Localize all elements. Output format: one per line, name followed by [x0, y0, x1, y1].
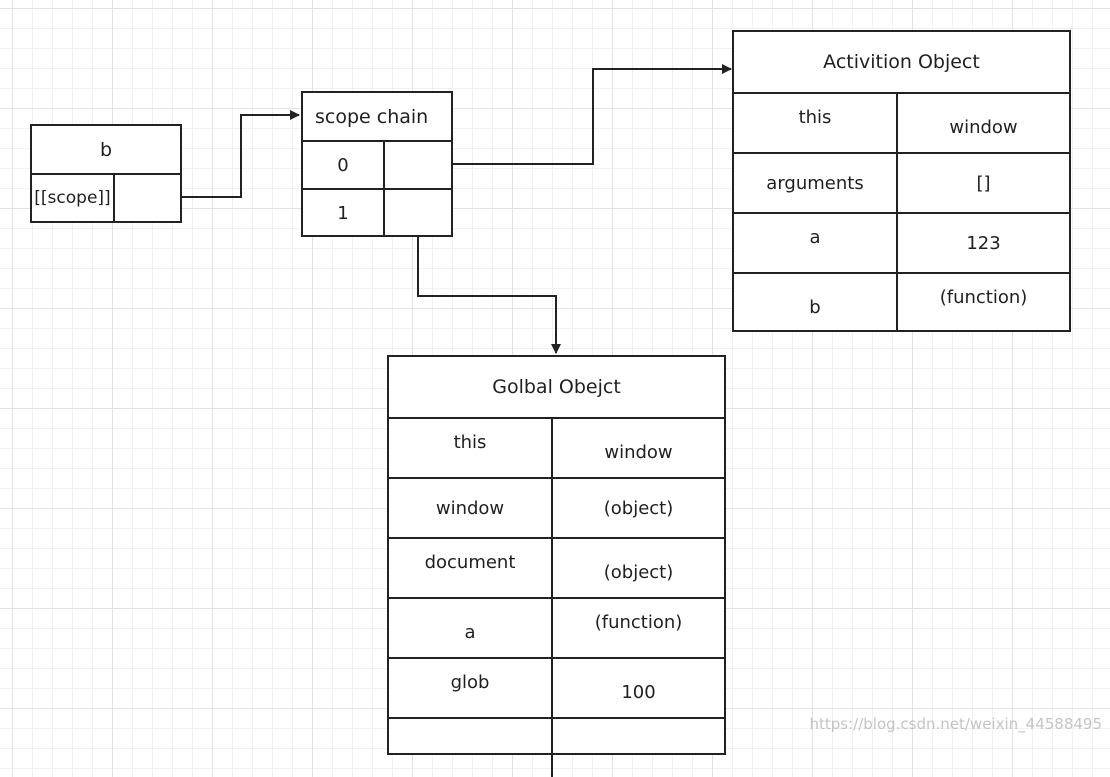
activation-object-row: this window [734, 92, 1069, 152]
activation-object-title: Activition Object [823, 51, 980, 73]
global-object-key: this [389, 419, 551, 477]
activation-object-row: a 123 [734, 212, 1069, 272]
activation-object-key: this [734, 94, 896, 152]
global-object-key: window [435, 497, 505, 519]
scope-chain-title: scope chain [315, 105, 429, 128]
global-object-row: glob 100 [389, 657, 724, 717]
activation-object-value: 123 [896, 214, 1069, 272]
global-object-value-text: 100 [621, 681, 656, 703]
activation-object-value: [] [896, 154, 1069, 212]
global-object-value: (object) [551, 539, 724, 597]
activation-object-key: a [734, 214, 896, 272]
activation-object-box[interactable]: Activition Object this window arguments … [732, 30, 1071, 332]
function-b-scope-row: [[scope]] [32, 173, 180, 221]
activation-object-key-text: this [798, 106, 832, 128]
global-object-row: a (function) [389, 597, 724, 657]
global-object-key-text: a [464, 621, 476, 643]
global-object-row: this window [389, 417, 724, 477]
arrow-b-scope-to-scope-chain [181, 110, 300, 198]
global-object-key [389, 719, 551, 777]
global-object-value-text: window [604, 441, 673, 463]
activation-object-key-text: b [809, 296, 821, 318]
global-object-title: Golbal Obejct [492, 376, 621, 398]
scope-chain-row: 1 [303, 188, 451, 236]
activation-object-row: b (function) [734, 272, 1069, 332]
global-object-box[interactable]: Golbal Obejct this window window (object… [387, 355, 726, 777]
global-object-value-text: (function) [594, 611, 683, 633]
scope-chain-index: 0 [337, 154, 349, 176]
global-object-key-text: this [453, 431, 487, 453]
function-b-title: b [99, 138, 113, 161]
activation-object-value: window [896, 94, 1069, 152]
arrow-scope-chain-1-to-global-object [417, 236, 561, 354]
function-b-scope-pointer[interactable] [113, 175, 180, 221]
global-object-value: window [551, 419, 724, 477]
scope-chain-index: 1 [337, 202, 349, 224]
global-object-value: (function) [551, 599, 724, 657]
activation-object-row: arguments [] [734, 152, 1069, 212]
global-object-key-text: document [424, 551, 516, 573]
activation-object-value-text: (function) [939, 286, 1028, 308]
global-object-value: (object) [551, 479, 724, 537]
global-object-key: a [389, 599, 551, 657]
global-object-value [551, 719, 724, 777]
activation-object-value-text: window [949, 116, 1018, 138]
arrow-scope-chain-0-to-activation-object [453, 64, 732, 165]
activation-object-value: (function) [896, 274, 1069, 332]
watermark: https://blog.csdn.net/weixin_44588495 [809, 715, 1102, 733]
global-object-key: glob [389, 659, 551, 717]
global-object-row: document (object) [389, 537, 724, 597]
global-object-value-text: (object) [603, 561, 674, 583]
global-object-row [389, 717, 724, 777]
global-object-key-text: glob [450, 671, 490, 693]
global-object-key: document [389, 539, 551, 597]
activation-object-key: b [734, 274, 896, 332]
activation-object-key: arguments [766, 172, 864, 194]
global-object-value: 100 [551, 659, 724, 717]
scope-chain-box[interactable]: scope chain 0 1 [301, 91, 453, 237]
scope-chain-pointer[interactable] [383, 190, 451, 236]
function-b-box[interactable]: b [[scope]] [30, 124, 182, 223]
global-object-row: window (object) [389, 477, 724, 537]
activation-object-key-text: a [809, 226, 821, 248]
function-b-scope-label: [[scope]] [34, 188, 111, 208]
scope-chain-pointer[interactable] [383, 142, 451, 188]
scope-chain-row: 0 [303, 140, 451, 188]
